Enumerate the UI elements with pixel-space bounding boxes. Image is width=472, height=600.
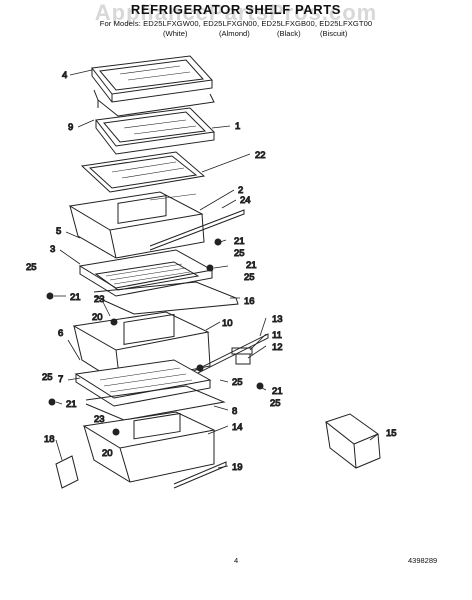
glass-shelf-1 xyxy=(95,107,216,155)
callout-13: 13 xyxy=(272,314,283,325)
trim-strip-19 xyxy=(173,461,227,489)
callout-25b: 25 xyxy=(244,272,255,283)
color-almond: (Almond) xyxy=(219,29,250,38)
glass-shelf-top xyxy=(91,55,214,103)
crisper-cover-frame-lower xyxy=(74,359,212,407)
crisper-pan-upper xyxy=(68,191,205,259)
color-white: (White) xyxy=(163,29,188,38)
callout-25e: 25 xyxy=(42,372,53,383)
callout-20b: 20 xyxy=(102,448,113,459)
callout-21a: 21 xyxy=(234,236,245,247)
callout-25d: 25 xyxy=(232,377,243,388)
callout-21e: 21 xyxy=(66,399,77,410)
color-biscuit: (Biscuit) xyxy=(320,29,348,38)
screw-fasteners xyxy=(46,238,264,436)
callout-16: 16 xyxy=(244,296,255,307)
callout-25a: 25 xyxy=(234,248,245,259)
callout-14: 14 xyxy=(232,422,243,433)
callout-8: 8 xyxy=(232,406,237,417)
callout-25f: 25 xyxy=(270,398,281,409)
callout-22: 22 xyxy=(255,150,266,161)
callout-1: 1 xyxy=(235,121,240,132)
callout-19: 19 xyxy=(232,462,243,473)
page-number: 4 xyxy=(234,556,239,565)
callout-7: 7 xyxy=(58,374,63,385)
callout-9: 9 xyxy=(68,122,73,133)
bracket-12 xyxy=(235,353,251,365)
label-18 xyxy=(55,455,79,489)
callout-18: 18 xyxy=(44,434,55,445)
slide-rail-13 xyxy=(167,333,269,389)
callout-21d: 21 xyxy=(272,386,283,397)
models-line: For Models: ED25LFXGW00, ED25LFXGN00, ED… xyxy=(99,19,373,28)
crisper-pan-bottom xyxy=(82,411,216,483)
callout-21b: 21 xyxy=(246,260,257,271)
callout-21c: 21 xyxy=(70,292,81,303)
slide-rail-24 xyxy=(149,209,245,251)
leader-lines xyxy=(54,69,379,469)
shelf-frame-rail xyxy=(93,89,215,117)
crisper-cover-insert xyxy=(94,261,200,291)
callout-15: 15 xyxy=(386,428,397,439)
color-black: (Black) xyxy=(277,29,301,38)
callout-24: 24 xyxy=(240,195,251,206)
callout-6: 6 xyxy=(58,328,63,339)
document-number: 4398289 xyxy=(408,556,438,565)
diagram-title: REFRIGERATOR SHELF PARTS xyxy=(130,2,342,17)
callout-5: 5 xyxy=(56,226,61,237)
door-bin-15 xyxy=(324,413,381,469)
callout-11: 11 xyxy=(272,330,282,341)
callout-12: 12 xyxy=(272,342,283,353)
frame-part-8 xyxy=(85,385,226,421)
callout-10: 10 xyxy=(222,318,233,329)
callout-20a: 20 xyxy=(92,312,103,323)
callout-23a: 23 xyxy=(94,294,105,305)
callout-2: 2 xyxy=(238,185,243,196)
callout-25c: 25 xyxy=(26,262,37,273)
callout-4: 4 xyxy=(62,70,67,81)
callout-23b: 23 xyxy=(94,414,105,425)
watermark: AppliancePartsPros.com xyxy=(94,0,378,25)
crisper-cover-glass xyxy=(80,151,206,193)
callout-3: 3 xyxy=(50,244,55,255)
